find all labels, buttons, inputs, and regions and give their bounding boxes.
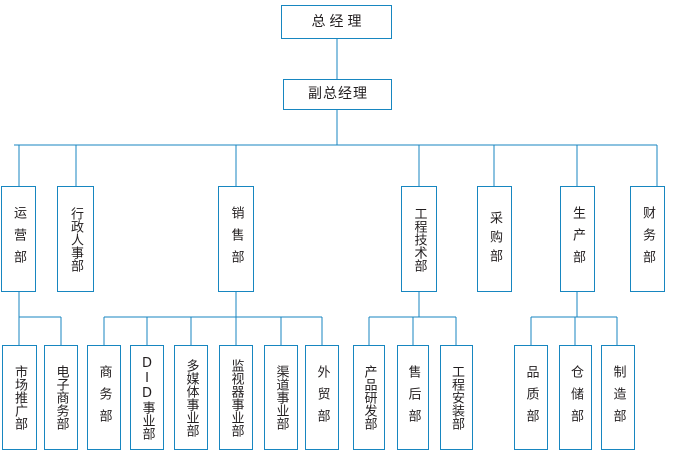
node-did-division[interactable]: DID事业部 bbox=[130, 345, 164, 450]
node-label: 采购部 bbox=[487, 210, 502, 268]
node-label: 生产部 bbox=[570, 206, 585, 272]
node-warehouse-dept[interactable]: 仓储部 bbox=[559, 345, 592, 450]
node-business-dept[interactable]: 商务部 bbox=[87, 345, 121, 450]
node-label: 商务部 bbox=[96, 364, 112, 431]
node-operations-dept[interactable]: 运营部 bbox=[1, 186, 36, 292]
node-after-sales-dept[interactable]: 售后部 bbox=[397, 345, 429, 450]
node-label: 运营部 bbox=[11, 206, 26, 272]
node-finance-dept[interactable]: 财务部 bbox=[630, 186, 665, 292]
node-ecommerce-dept[interactable]: 电子商务部 bbox=[44, 345, 78, 450]
node-label: 工程安装部 bbox=[449, 365, 464, 430]
node-label: 仓储部 bbox=[568, 364, 583, 431]
node-label: 电子商务部 bbox=[53, 365, 69, 430]
node-multimedia-division[interactable]: 多媒体事业部 bbox=[174, 345, 208, 450]
node-engineering-technology-dept[interactable]: 工程技术部 bbox=[401, 186, 437, 292]
node-label: 市场推广部 bbox=[12, 365, 27, 430]
node-label: 销售部 bbox=[228, 206, 244, 272]
node-manufacturing-dept[interactable]: 制造部 bbox=[601, 345, 635, 450]
node-label: 渠道事业部 bbox=[273, 365, 289, 430]
node-label: 售后部 bbox=[405, 364, 421, 431]
node-label: 行政人事部 bbox=[68, 206, 83, 272]
node-label: 副总经理 bbox=[308, 86, 368, 103]
node-sales-dept[interactable]: 销售部 bbox=[218, 186, 254, 292]
node-admin-hr-dept[interactable]: 行政人事部 bbox=[57, 186, 94, 292]
node-product-rd-dept[interactable]: 产品研发部 bbox=[353, 345, 385, 450]
node-label: 财务部 bbox=[640, 206, 655, 272]
node-deputy-general-manager[interactable]: 副总经理 bbox=[283, 79, 392, 110]
node-quality-dept[interactable]: 品质部 bbox=[514, 345, 548, 450]
node-channel-division[interactable]: 渠道事业部 bbox=[264, 345, 298, 450]
node-purchasing-dept[interactable]: 采购部 bbox=[477, 186, 512, 292]
node-production-dept[interactable]: 生产部 bbox=[560, 186, 595, 292]
node-marketing-promotion-dept[interactable]: 市场推广部 bbox=[2, 345, 37, 450]
node-engineering-installation-dept[interactable]: 工程安装部 bbox=[440, 345, 473, 450]
node-label: 监视器事业部 bbox=[228, 358, 244, 437]
node-label: 工程技术部 bbox=[411, 206, 427, 272]
node-label: DID事业部 bbox=[139, 355, 155, 440]
node-label: 多媒体事业部 bbox=[183, 358, 199, 437]
node-label: 外贸部 bbox=[314, 364, 330, 431]
node-label: 总经理 bbox=[311, 13, 366, 30]
node-label: 品质部 bbox=[523, 364, 539, 431]
node-general-manager[interactable]: 总经理 bbox=[281, 5, 392, 39]
node-monitor-division[interactable]: 监视器事业部 bbox=[219, 345, 253, 450]
node-label: 制造部 bbox=[610, 364, 626, 431]
node-label: 产品研发部 bbox=[361, 365, 377, 430]
node-foreign-trade-dept[interactable]: 外贸部 bbox=[305, 345, 339, 450]
